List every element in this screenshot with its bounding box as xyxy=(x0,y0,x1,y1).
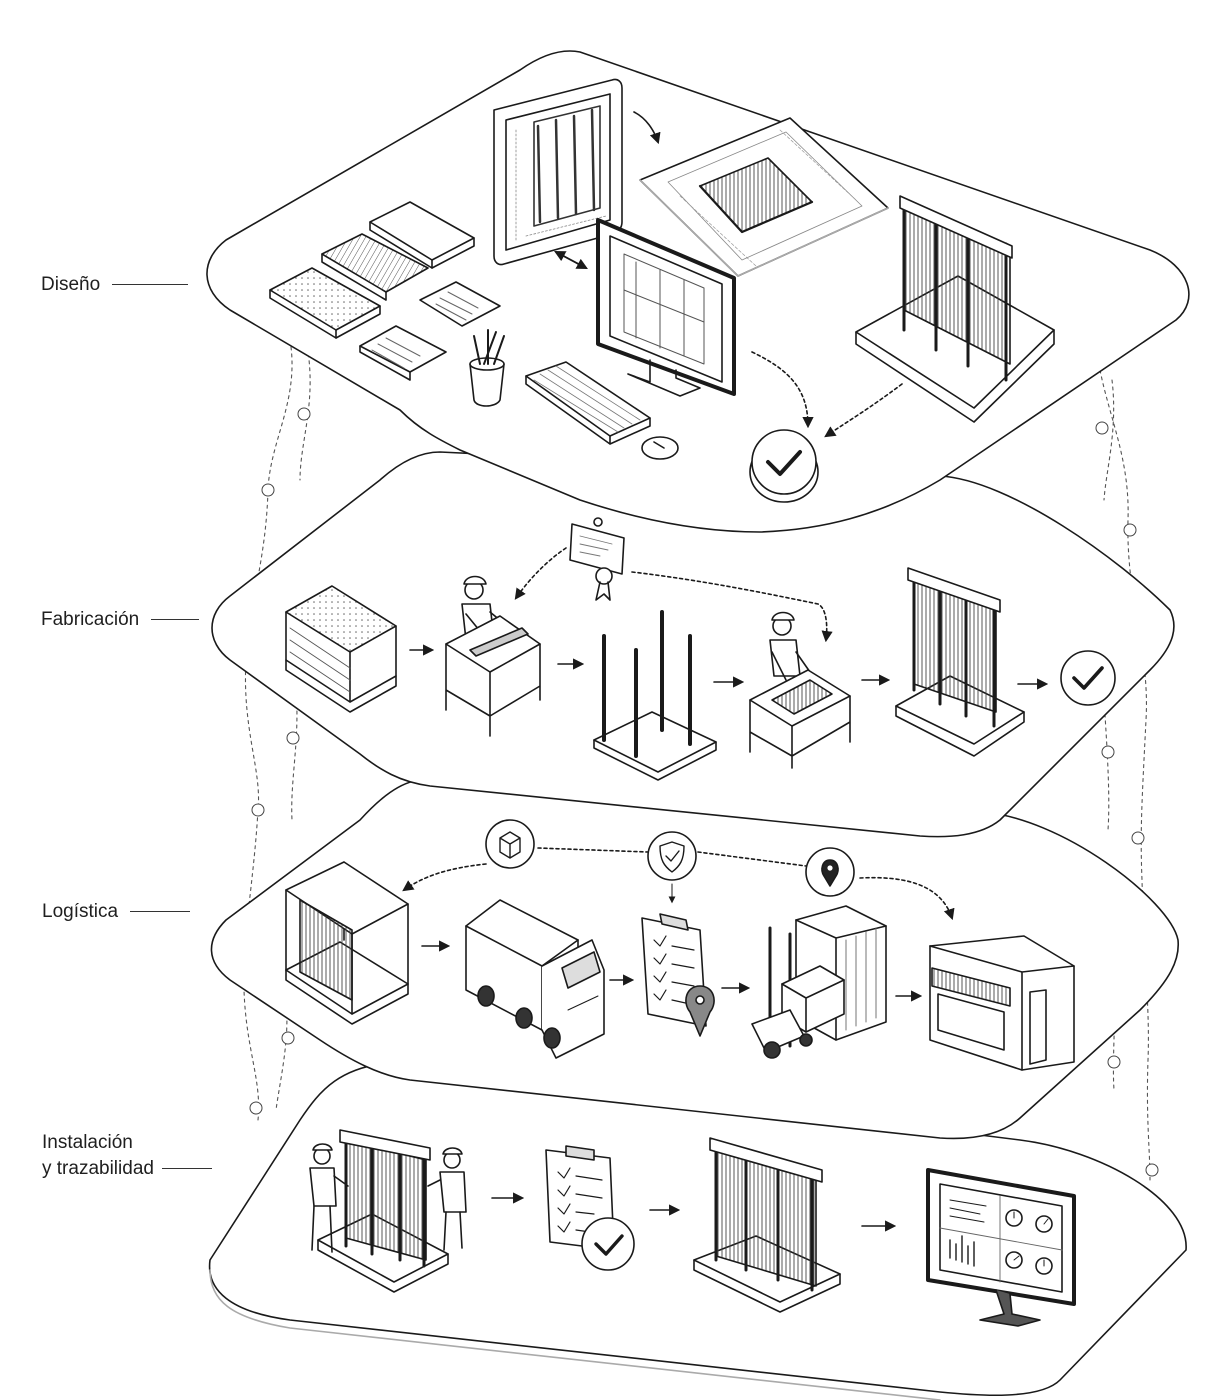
workers-installing-icon xyxy=(309,1129,467,1293)
material-samples-icon xyxy=(269,201,501,381)
tablet-drawing-icon xyxy=(493,78,623,266)
storefront-icon xyxy=(929,935,1075,1071)
flow-arrow xyxy=(554,250,587,269)
stage-label-fabricacion: Fabricación xyxy=(41,607,200,633)
truck-icon xyxy=(465,899,605,1059)
worker-assembly-icon xyxy=(749,611,851,769)
flow-arrow xyxy=(537,847,649,853)
checkmark-icon xyxy=(1060,650,1116,706)
stage-label-instalacion: Instalación y trazabilidad xyxy=(42,1130,212,1182)
connector-nodes xyxy=(249,407,1159,1177)
platform-fabricacion xyxy=(211,451,1175,838)
installed-frame-icon xyxy=(693,1137,841,1313)
flow-arrow xyxy=(824,383,903,438)
location-pin-icon xyxy=(805,847,855,897)
pencil-cup-icon xyxy=(469,329,505,407)
stage-label-diseno: Diseño xyxy=(41,272,189,298)
posts-assembly-icon xyxy=(593,610,717,781)
frame-model-icon xyxy=(855,195,1055,423)
flow-arrow xyxy=(514,547,567,600)
flow-arrow xyxy=(402,863,487,892)
dashboard-monitor-icon xyxy=(926,1168,1076,1327)
forklift-container-icon xyxy=(751,905,887,1059)
certificate-icon xyxy=(569,517,625,601)
shield-check-icon xyxy=(647,831,697,881)
worker-cutting-icon xyxy=(445,575,541,737)
checkmark-icon xyxy=(749,429,819,503)
flow-arrow xyxy=(859,876,955,921)
monitor-cad-icon xyxy=(596,218,736,397)
finished-frame-icon xyxy=(895,567,1025,757)
flow-arrow xyxy=(631,571,833,643)
material-pallet-icon xyxy=(285,585,397,713)
checklist-location-icon xyxy=(641,913,715,1037)
keyboard-icon xyxy=(525,361,651,445)
mouse-icon xyxy=(641,436,679,460)
blueprint-icon xyxy=(639,117,889,277)
platform-instalacion xyxy=(208,1061,1187,1400)
flow-arrow xyxy=(697,851,807,867)
flow-arrow xyxy=(751,351,814,429)
package-icon xyxy=(485,819,535,869)
checklist-approved-icon xyxy=(545,1145,635,1271)
stage-label-logistica: Logística xyxy=(42,899,191,925)
flow-arrow xyxy=(633,111,661,145)
crated-frame-icon xyxy=(285,861,409,1025)
